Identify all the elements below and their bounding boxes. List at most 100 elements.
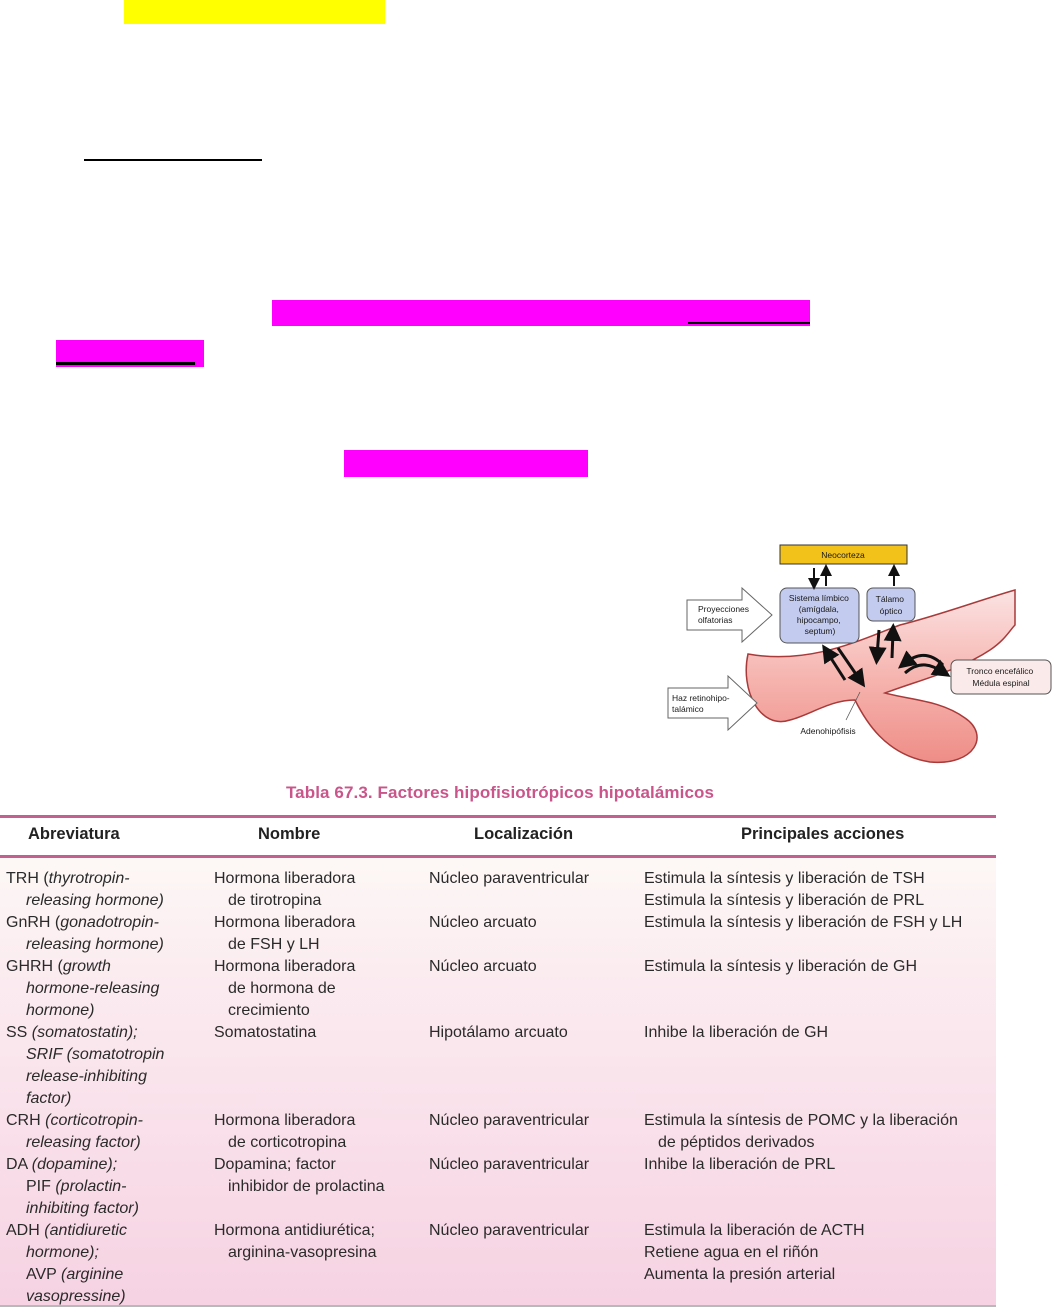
abbreviation-code: DA: [6, 1156, 32, 1173]
abbreviation-english: inhibiting factor): [26, 1200, 139, 1217]
magenta-highlight-1b: [441, 300, 810, 326]
cell-abbreviation: GnRH (gonadotropin-releasing hormone): [6, 912, 211, 956]
abbreviation-english: hormone): [26, 1002, 95, 1019]
cell-abbreviation: ADH (antidiuretic hormone); AVP (arginine v…: [6, 1220, 211, 1308]
abbreviation-code: AVP: [26, 1266, 61, 1283]
cell-name: Somatostatina: [214, 1022, 426, 1044]
cell-actions: Estimula la síntesis de POMC y la libera…: [644, 1110, 994, 1154]
cell-location: Núcleo paraventricular: [429, 1154, 641, 1176]
diagram-svg: Neocorteza Sistema límbico (amígdala, hi…: [667, 544, 1052, 764]
underline-mark: [688, 322, 810, 324]
abbreviation-english: growth: [62, 958, 111, 975]
abbreviation-line: vasopressine): [6, 1286, 211, 1308]
abbreviation-line: releasing factor): [6, 1132, 211, 1154]
abbreviation-code: GHRH (: [6, 958, 63, 975]
cell-location-line: Núcleo paraventricular: [429, 1156, 590, 1173]
hormone-table: Abreviatura Nombre Localización Principa…: [0, 815, 996, 1307]
cell-actions-line: de péptidos derivados: [658, 1134, 815, 1151]
arrow-diagonal: [822, 644, 847, 681]
abbreviation-line: release-inhibiting: [6, 1066, 211, 1088]
cell-actions-line: Estimula la liberación de ACTH: [644, 1222, 865, 1239]
header-location: Localización: [474, 825, 574, 843]
abbreviation-line: hormone): [6, 1000, 211, 1022]
cell-location: Hipotálamo arcuato: [429, 1022, 641, 1044]
table-header-rule: [0, 855, 996, 858]
abbreviation-line: SS (somatostatin);: [6, 1022, 211, 1044]
cell-name-line: Hormona liberadora: [214, 870, 356, 887]
cell-actions-line: Estimula la síntesis y liberación de TSH: [644, 870, 925, 887]
table-body: [0, 858, 996, 1307]
abbreviation-code: CRH: [6, 1112, 46, 1129]
abbreviation-english: releasing hormone): [26, 936, 164, 953]
underline-mark: [56, 362, 195, 365]
cell-name-line: Hormona liberadora: [214, 958, 356, 975]
cell-abbreviation: DA (dopamine);PIF (prolactin-inhibiting …: [6, 1154, 211, 1220]
abbreviation-english: release-inhibiting: [26, 1068, 147, 1085]
cell-location-line: Hipotálamo arcuato: [429, 1024, 568, 1041]
cell-actions-line: Estimula la síntesis y liberación de PRL: [644, 892, 925, 909]
olfactory-label: Proyecciones olfatorias: [698, 604, 751, 625]
cell-actions-line: Estimula la síntesis de POMC y la libera…: [644, 1112, 958, 1129]
olfactory-arrow: [686, 586, 773, 644]
cell-name-line: arginina-vasopresina: [228, 1244, 377, 1261]
cell-location-line: Núcleo paraventricular: [429, 870, 590, 887]
cell-name-line: de hormona de: [228, 980, 336, 997]
abbreviation-english: (arginine: [60, 1266, 124, 1283]
abbreviation-line: DA (dopamine);: [6, 1154, 211, 1176]
abbreviation-line: PIF (prolactin-: [6, 1176, 211, 1198]
cell-name-line: Hormona antidiurética;: [214, 1222, 375, 1239]
abbreviation-code: PIF: [26, 1178, 56, 1195]
cell-name-line: inhibidor de prolactina: [228, 1178, 385, 1195]
cell-actions-line: Inhibe la liberación de PRL: [644, 1156, 836, 1173]
abbreviation-english: vasopressine): [26, 1288, 126, 1305]
cell-name-line: de FSH y LH: [228, 936, 320, 953]
abbreviation-line: SRIF (somatotropin: [6, 1044, 211, 1066]
arrow-down: [868, 629, 887, 665]
abbreviation-line: CRH (corticotropin-: [6, 1110, 211, 1132]
abbreviation-line: hormone);: [6, 1242, 211, 1264]
abbreviation-line: GnRH (gonadotropin-: [6, 912, 211, 934]
cell-actions: Inhibe la liberación de GH: [644, 1022, 994, 1044]
arrow-diagonal: [836, 647, 866, 688]
abbreviation-english: hormone-releasing: [26, 980, 160, 997]
pointer-line: [845, 691, 861, 721]
arrow-up: [883, 623, 902, 659]
abbreviation-line: GHRH (growth: [6, 956, 211, 978]
cell-actions: Inhibe la liberación de PRL: [644, 1154, 994, 1176]
limbic-label: Sistema límbico (amígdala, hipocampo, se…: [789, 593, 851, 636]
cell-location-line: Núcleo arcuato: [429, 914, 537, 931]
abbreviation-line: factor): [6, 1088, 211, 1110]
thalamus-box: [866, 587, 916, 622]
cell-actions: Estimula la síntesis y liberación de FSH…: [644, 912, 994, 934]
abbreviation-english: (corticotropin-: [45, 1112, 143, 1129]
abbreviation-code: ADH: [6, 1222, 45, 1239]
abbreviation-english: (somatostatin);: [31, 1024, 138, 1041]
neocortex-box: [779, 544, 908, 565]
table-title: Tabla 67.3. Factores hipofisiotrópicos h…: [285, 783, 715, 802]
header-abbreviation: Abreviatura: [28, 825, 120, 843]
table-bottom-rule: [0, 1305, 996, 1307]
abbreviation-line: releasing hormone): [6, 934, 211, 956]
cell-name-line: Dopamina; factor: [214, 1156, 336, 1173]
cell-abbreviation: SS (somatostatin); SRIF (somatotropin rele…: [6, 1022, 211, 1110]
curved-arrow: [904, 659, 951, 677]
abbreviation-code: SS: [6, 1024, 32, 1041]
abbreviation-code: GnRH (: [6, 914, 61, 931]
retinohypothalamic-label: Haz retinohipo- talámico: [672, 693, 732, 714]
brainstem-box: [950, 659, 1052, 695]
abbreviation-english: hormone);: [26, 1244, 99, 1261]
cell-abbreviation: TRH (thyrotropin-releasing hormone): [6, 868, 211, 912]
cell-name-line: de tirotropina: [228, 892, 322, 909]
cell-actions-line: Estimula la síntesis y liberación de GH: [644, 958, 917, 975]
abbreviation-line: ADH (antidiuretic: [6, 1220, 211, 1242]
cell-location-line: Núcleo paraventricular: [429, 1222, 590, 1239]
abbreviation-line: TRH (thyrotropin-: [6, 868, 211, 890]
cell-location: Núcleo arcuato: [429, 956, 641, 978]
abbreviation-english: (dopamine);: [31, 1156, 118, 1173]
abbreviation-english: SRIF (somatotropin: [26, 1046, 165, 1063]
abbreviation-english: factor): [26, 1090, 72, 1107]
table-top-rule: [0, 815, 996, 818]
neocortex-label: Neocorteza: [821, 550, 865, 560]
